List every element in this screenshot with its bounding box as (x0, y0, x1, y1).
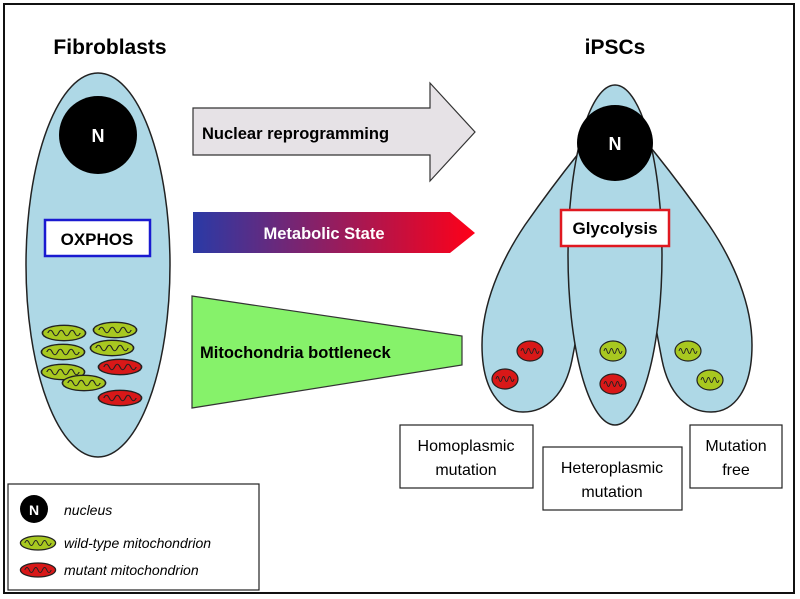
fibroblast-nucleus-label: N (92, 126, 105, 146)
outcome-homoplasmic-box: Homoplasmic mutation (399, 424, 534, 489)
fibroblast-nucleus (59, 96, 137, 174)
metabolic-state-label: Metabolic State (263, 225, 384, 243)
nuclear-reprogramming-label: Nuclear reprogramming (202, 125, 389, 143)
wild-type-mitochondrion (89, 339, 135, 357)
fibroblast-cell: N OXPHOS (25, 72, 171, 458)
fibroblasts-title: Fibroblasts (53, 36, 166, 59)
outcome-heteroplasmic-box: Heteroplasmic mutation (542, 446, 683, 511)
metabolic-state-arrow: Metabolic State (193, 212, 475, 253)
wild-type-mitochondrion (696, 369, 724, 391)
wild-type-mitochondrion (92, 321, 138, 339)
wild-type-mitochondrion (40, 343, 86, 361)
outcome-homoplasmic-line1: Homoplasmic (418, 438, 515, 455)
ipsc-cells: N Glycolysis (481, 84, 753, 426)
legend-nucleus-icon-letter: N (29, 502, 39, 518)
wild-type-mitochondrion (61, 374, 107, 392)
mutant-mitochondrion (516, 340, 544, 362)
legend-nucleus-label: nucleus (64, 502, 112, 518)
outcome-mutation-free-line2: free (722, 462, 750, 479)
mitochondria-bottleneck-label: Mitochondria bottleneck (200, 344, 392, 362)
legend-nucleus-icon (20, 495, 48, 523)
legend-mutant-icon (19, 562, 57, 578)
legend: N nucleus wild-type mitochondrion mutant… (7, 483, 260, 591)
outcome-heteroplasmic-line2: mutation (581, 484, 642, 501)
glycolysis-box (559, 208, 671, 248)
oxphos-label: OXPHOS (61, 230, 134, 249)
outcome-heteroplasmic-line1: Heteroplasmic (561, 460, 663, 477)
legend-wild-type-label: wild-type mitochondrion (64, 535, 211, 551)
wild-type-mitochondrion (41, 324, 87, 342)
diagram-frame (3, 3, 795, 594)
glycolysis-label: Glycolysis (572, 219, 657, 238)
mutant-mitochondrion (97, 358, 143, 376)
legend-mutant-label: mutant mitochondrion (64, 562, 199, 578)
wild-type-mitochondrion (674, 340, 702, 362)
mutant-mitochondrion (491, 368, 519, 390)
ipsc-nucleus-label: N (609, 134, 622, 154)
wild-type-mitochondrion (599, 340, 627, 362)
nuclear-reprogramming-arrow: Nuclear reprogramming (192, 81, 476, 183)
mitochondria-bottleneck-wedge: Mitochondria bottleneck (191, 295, 463, 409)
outcome-mutation-free-box: Mutation free (689, 424, 783, 489)
mutant-mitochondrion (97, 389, 143, 407)
outcome-mutation-free-line1: Mutation (705, 438, 766, 455)
ipscs-title: iPSCs (585, 36, 646, 59)
oxphos-box (43, 218, 152, 258)
mutant-mitochondrion (599, 373, 627, 395)
ipsc-nucleus (577, 105, 653, 181)
legend-wild-type-icon (19, 535, 57, 551)
outcome-homoplasmic-line2: mutation (435, 462, 496, 479)
